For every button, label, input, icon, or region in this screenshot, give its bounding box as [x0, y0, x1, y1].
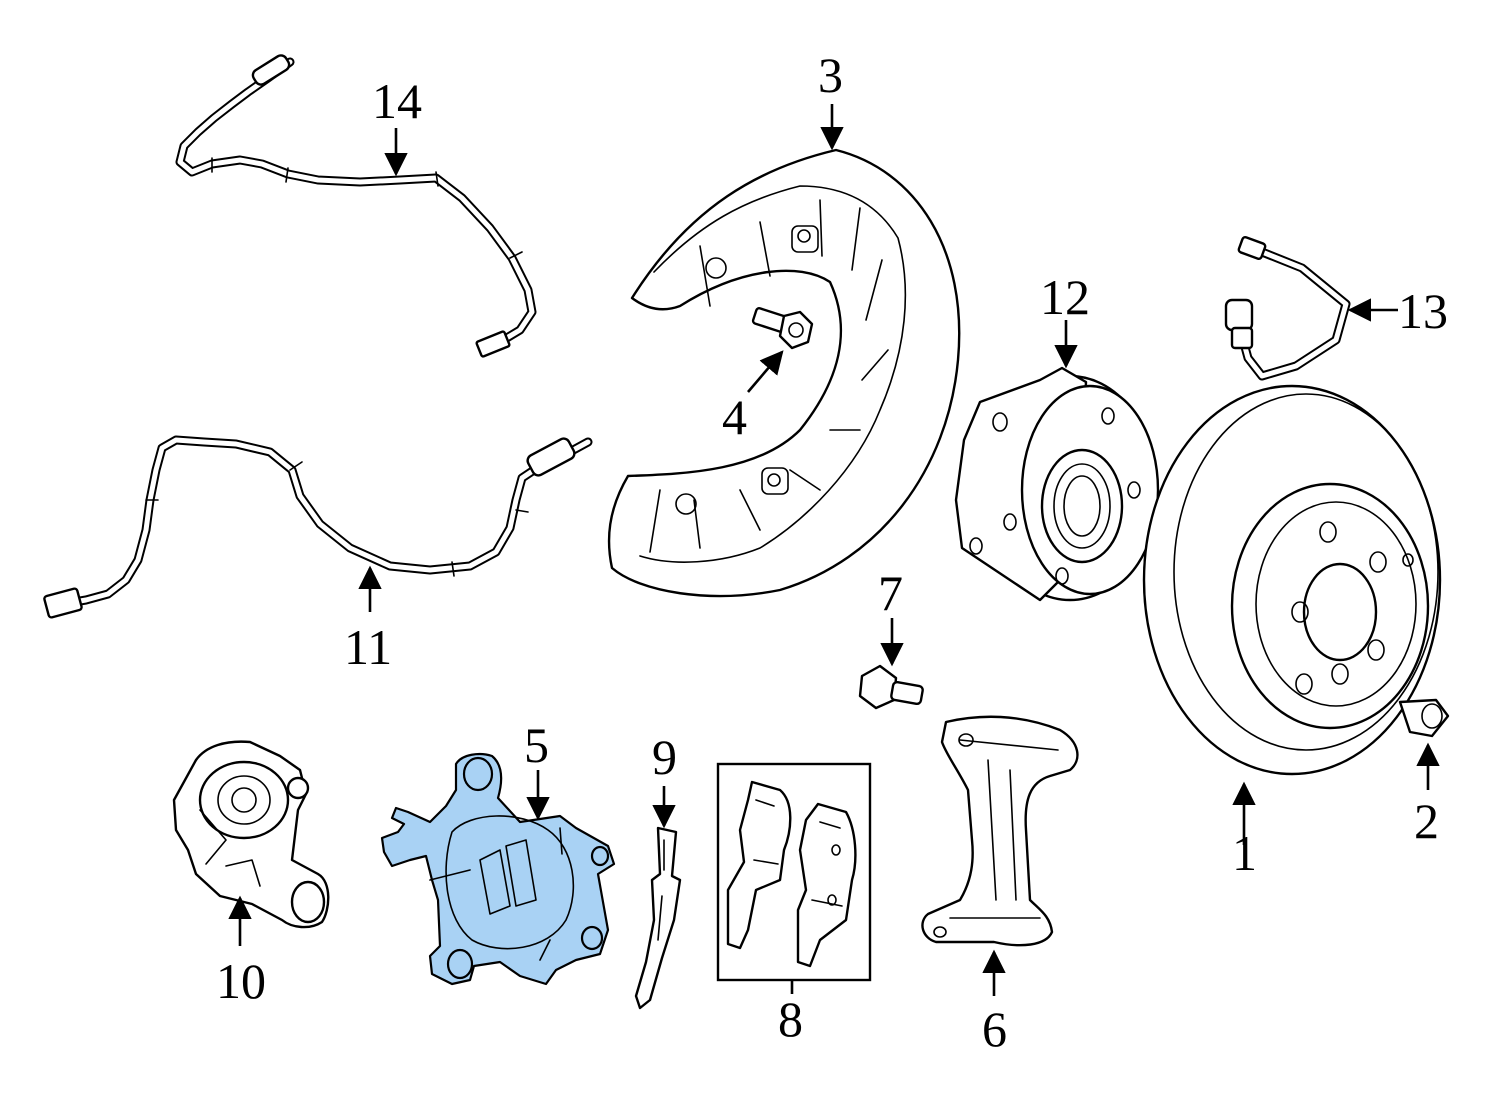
callout-14: 14	[372, 73, 422, 129]
rotor-screw[interactable]	[1398, 698, 1450, 738]
wear-sensor-wire-bottom[interactable]	[43, 435, 593, 619]
callout-13: 13	[1398, 283, 1448, 339]
callout-1: 1	[1232, 825, 1257, 881]
callout-labels: 1 2 3 4 5 6 7 8 9 10 11 12 13 14	[216, 47, 1448, 1057]
callout-2: 2	[1414, 793, 1439, 849]
brake-rotor[interactable]	[1142, 384, 1442, 776]
callout-6: 6	[982, 1001, 1007, 1057]
callout-arrows	[228, 104, 1440, 996]
caliper-bracket-bolt[interactable]	[858, 664, 924, 710]
shield-bolt[interactable]	[751, 307, 814, 350]
wheel-hub-bearing[interactable]	[954, 366, 1160, 602]
callout-11: 11	[344, 619, 392, 675]
callout-4: 4	[722, 389, 747, 445]
callout-12: 12	[1040, 269, 1090, 325]
splash-shield[interactable]	[607, 148, 961, 598]
brake-pad-kit[interactable]	[716, 762, 872, 982]
callout-3: 3	[818, 47, 843, 103]
brake-caliper-highlighted[interactable]	[380, 753, 616, 986]
caliper-bracket[interactable]	[921, 715, 1079, 947]
anti-rattle-clip[interactable]	[634, 826, 682, 1010]
callout-5: 5	[524, 717, 549, 773]
wear-sensor-wire-top[interactable]	[175, 53, 537, 358]
speed-sensor[interactable]	[1224, 236, 1351, 381]
callout-10: 10	[216, 953, 266, 1009]
parking-brake-motor[interactable]	[172, 740, 330, 929]
callout-9: 9	[652, 729, 677, 785]
callout-8: 8	[778, 991, 803, 1047]
callout-7: 7	[878, 565, 903, 621]
caliper-body	[380, 753, 616, 986]
